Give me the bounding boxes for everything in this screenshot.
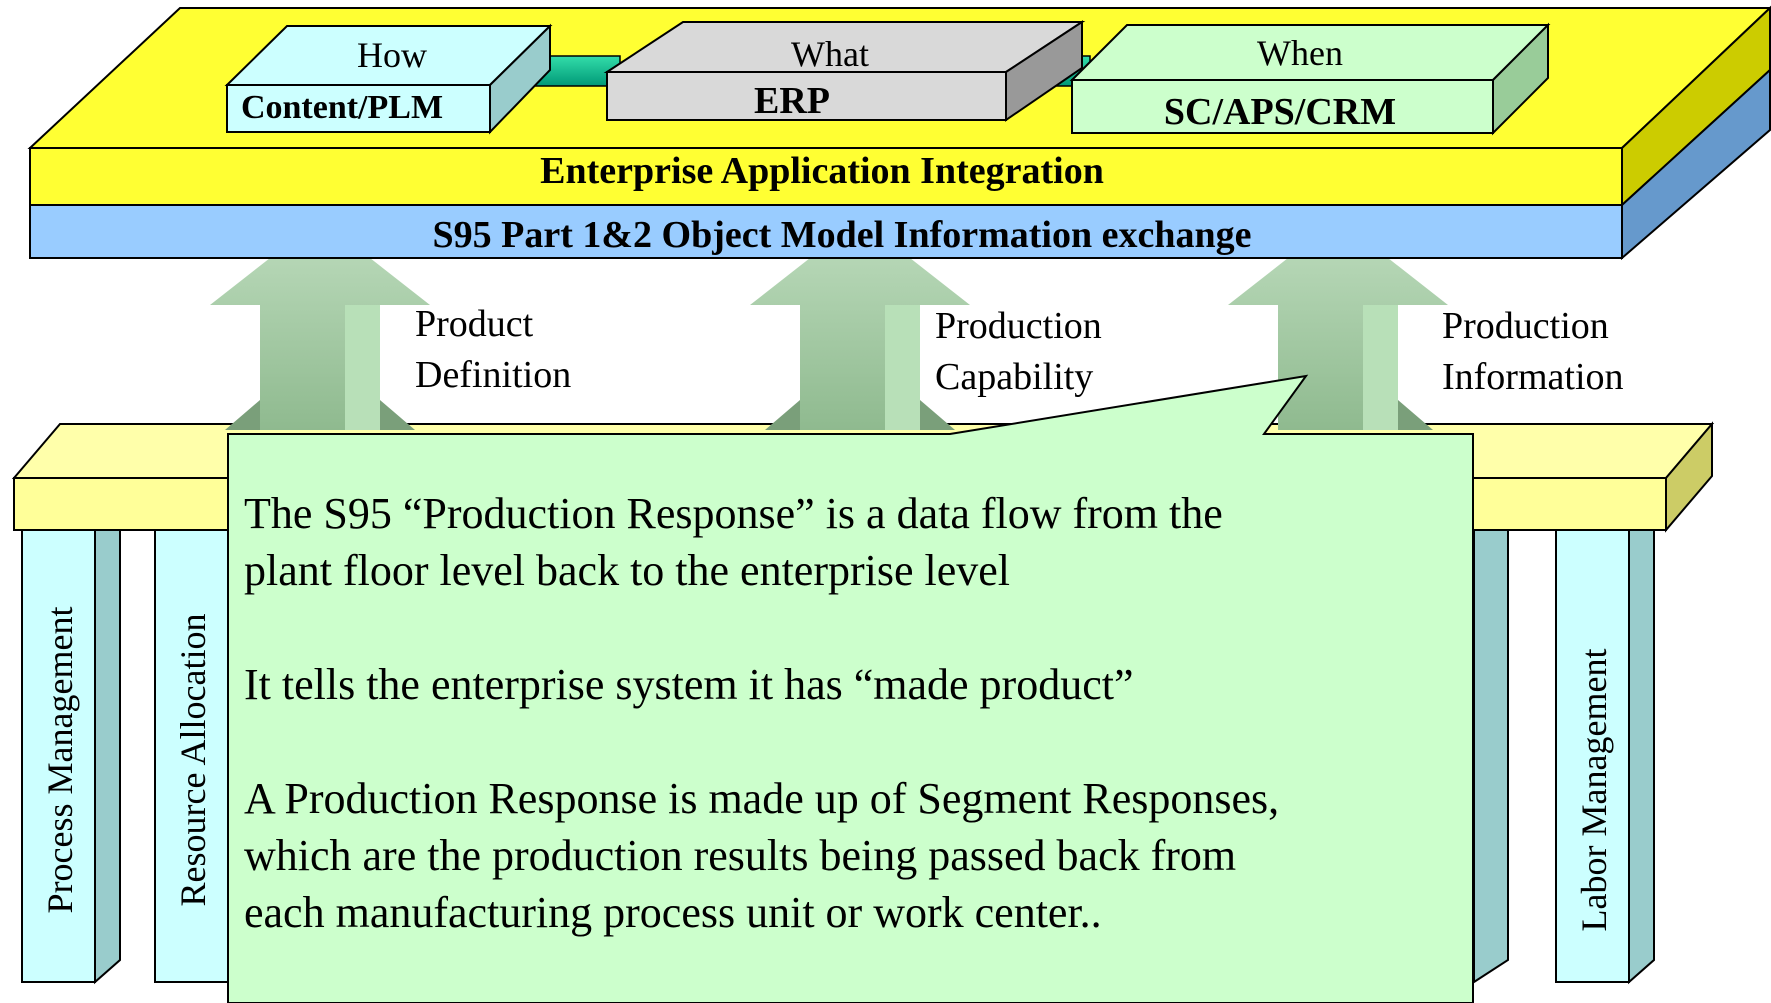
callout-text: The S95 “Production Response” is a data … — [244, 485, 1464, 941]
s95-band — [29, 204, 1623, 259]
arrow-label-information-line1: Production — [1442, 305, 1609, 347]
when-box — [1069, 22, 1551, 136]
pillar-labor-management: Labor Management — [1555, 529, 1655, 985]
what-label: What — [791, 34, 869, 74]
callout-paragraph-2: It tells the enterprise system it has “m… — [244, 660, 1134, 709]
how-system: Content/PLM — [241, 89, 443, 126]
arrow-label-product-line2: Definition — [415, 354, 571, 396]
how-box — [224, 23, 553, 135]
pillar-label-resource-allocation: Resource Allocation — [173, 614, 213, 907]
callout-paragraph-3: A Production Response is made up of Segm… — [244, 774, 1280, 937]
arrow-product-definition — [210, 258, 430, 430]
eai-band — [29, 147, 1623, 206]
callout-box — [227, 374, 1474, 1003]
what-system: ERP — [754, 80, 830, 122]
arrow-production-capability — [750, 258, 970, 430]
pillar-label-labor-management: Labor Management — [1574, 649, 1614, 932]
callout-paragraph-1: The S95 “Production Response” is a data … — [244, 489, 1223, 595]
arrow-label-capability-line1: Production — [935, 305, 1102, 347]
when-system: SC/APS/CRM — [1164, 91, 1396, 133]
eai-label: Enterprise Application Integration — [540, 150, 1104, 192]
when-label: When — [1257, 33, 1343, 73]
what-box — [603, 20, 1086, 122]
s95-label: S95 Part 1&2 Object Model Information ex… — [433, 214, 1252, 256]
pillar-label-process-management: Process Management — [40, 607, 80, 914]
arrow-label-capability-line2: Capability — [935, 356, 1093, 398]
pillar-hidden — [1473, 529, 1509, 984]
pillar-process-management: Process Management — [21, 529, 121, 985]
arrow-label-information-line2: Information — [1442, 356, 1624, 398]
how-label: How — [357, 35, 427, 75]
arrow-label-product-line1: Product — [415, 303, 534, 345]
